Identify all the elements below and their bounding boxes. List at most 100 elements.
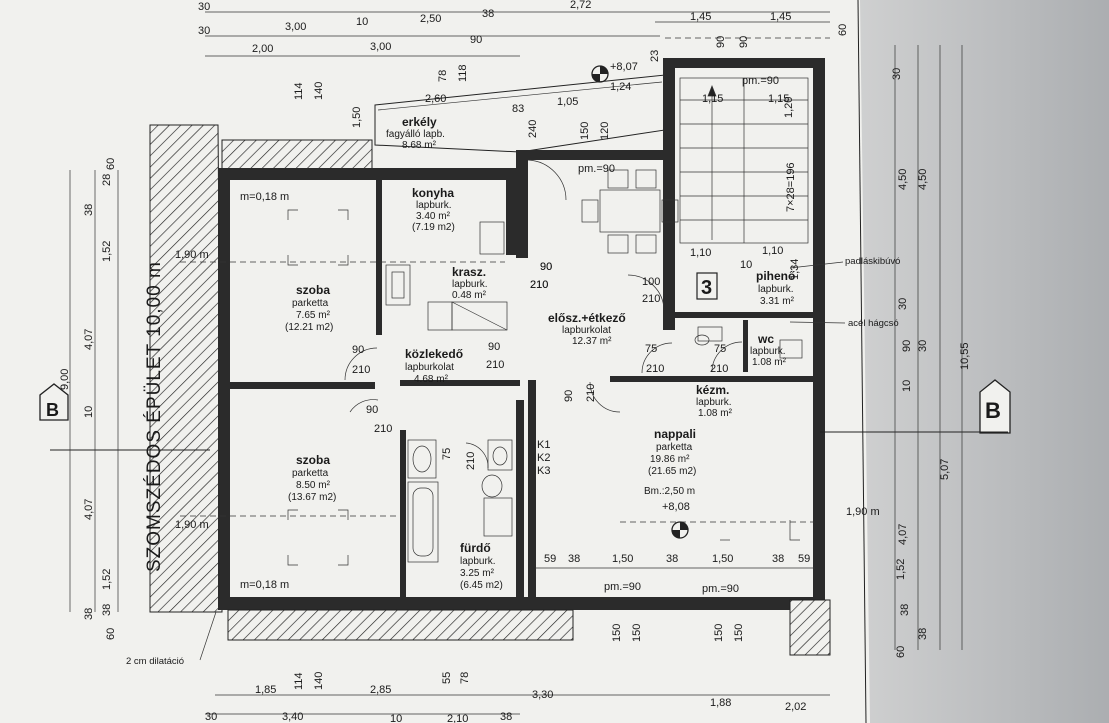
room-nappali-area: 19.86 m² [650,454,690,465]
dims_right-3: 30 [897,298,909,310]
room-wc-area: 1.08 m² [752,357,787,368]
dims_left-5: 9,00 [59,369,71,390]
room-eloszet-floor: lapburkolat [562,325,611,336]
dims_top-29: 1,15 [768,93,789,105]
dims_bottom-23: 2,10 [447,713,468,723]
top-parapet-hatch [221,139,373,171]
dims_bottom-14: 78 [459,672,471,684]
dims_bottom-9: 150 [713,624,725,642]
dims_bottom-17: 3,30 [532,689,553,701]
doors-10: 100 [642,276,660,288]
annot-m2: m=0,18 m [240,579,289,591]
dims_right-11: 38 [899,604,911,616]
doors-3: 210 [486,359,504,371]
room-furdo-name: fürdő [460,541,491,555]
dims_bottom-13: 55 [441,672,453,684]
wall-mid-horizontal [230,382,375,389]
dims_top-23: 1,24 [610,81,631,93]
dims_right-2: 4,50 [917,169,929,190]
wall-bath-west [400,430,406,598]
dims_bottom-10: 150 [733,624,745,642]
dims_bottom-8: 150 [631,624,643,642]
dims_bottom-21: 3,40 [282,711,303,723]
doors-17: 210 [465,452,477,470]
dims_top-15: 60 [837,24,849,36]
annot-hagcso: acél hágcsó [848,318,899,329]
doors-16: 75 [441,448,453,460]
dims_left-6: 10 [83,406,95,418]
dims_top-14: 90 [738,36,750,48]
dims_top-10: 3,00 [370,41,391,53]
dims_right-12: 60 [895,646,907,658]
annot-dilat: 2 cm dilatáció [126,656,184,667]
balcony-rail [377,81,663,111]
dims_bottom-18: 1,88 [710,697,731,709]
dims_top-20: 2,60 [425,93,446,105]
room-kozlekedo-area: 4.68 m² [414,374,449,385]
room-erkely-name: erkély [402,115,437,129]
dims_bottom-19: 2,02 [785,701,806,713]
room-szoba2-floor: parketta [292,468,329,479]
dims_top-17: 140 [313,82,325,100]
doors-14: 75 [714,343,726,355]
room-wc-floor: lapburk. [750,346,786,357]
dims_top-21: 83 [512,103,524,115]
room-krasz-floor: lapburk. [452,279,488,290]
dims_right-1: 4,50 [897,169,909,190]
room-kozlekedo-floor: lapburkolat [405,362,454,373]
room-konyha-area: 3.40 m² [416,211,451,222]
room-krasz-area: 0.48 m² [452,290,487,301]
room-nappali-gross: (21.65 m2) [648,466,696,477]
dims_top-28: 1,15 [702,93,723,105]
doors-18: 90 [540,261,552,273]
dims_right-0: 30 [891,68,903,80]
annot-h3: 1,90 m [846,506,880,518]
doors-2: 90 [488,341,500,353]
leader-hagcso [789,321,846,324]
annot-pm-b2: pm.=90 [702,583,739,595]
wall-bath-east [516,400,524,600]
room-szoba2-area: 8.50 m² [296,480,331,491]
bottom-right-hatch [789,599,831,656]
wall-south [218,597,825,610]
wall-stair-west [663,60,675,330]
page-shadow [860,0,1109,723]
dims_left-8: 1,52 [101,569,113,590]
dims_right-9: 5,07 [939,459,951,480]
room-furdo-gross: (6.45 m2) [460,580,503,591]
dims_bottom-7: 150 [611,624,623,642]
dims_bottom-1: 38 [568,553,580,565]
room-piheno-floor: lapburk. [758,284,794,295]
wall-hall-south [400,380,520,386]
dims_bottom-0: 59 [544,553,556,565]
doors-0: 90 [540,261,552,273]
bottom-parapet-hatch [227,609,574,641]
dims_bottom-2: 1,50 [612,553,633,565]
dimension-lines [69,11,963,715]
wall-nappali-west [528,380,536,600]
dims_bottom-16: 2,85 [370,684,391,696]
annot-stair: 7×28=196 [785,162,797,212]
dims_top-27: 120 [599,122,611,140]
dims_left-1: 28 [101,174,113,186]
svg-text:B: B [46,400,59,420]
dims_top-32: 1,10 [762,245,783,257]
balcony-outline [374,74,666,153]
room-kezm-name: kézm. [696,383,729,397]
dims_top-31: 1,10 [690,247,711,259]
bed-marks [287,209,800,566]
page-edge [857,0,867,723]
wall-konyha-west [376,180,382,335]
dims_bottom-24: 38 [500,711,512,723]
dims_right-4: 90 [901,340,913,352]
dims_top-4: 38 [482,8,494,20]
dims_left-4: 4,07 [83,329,95,350]
doors-7: 210 [374,423,392,435]
dims_right-6: 10 [901,380,913,392]
room-wc-name: wc [757,332,774,346]
dims_bottom-20: 30 [205,711,217,723]
doors-6: 90 [366,404,378,416]
dims_right-8: 4,07 [897,524,909,545]
room-erkely-area: 8.68 m² [402,140,437,151]
dining-table [581,169,679,254]
